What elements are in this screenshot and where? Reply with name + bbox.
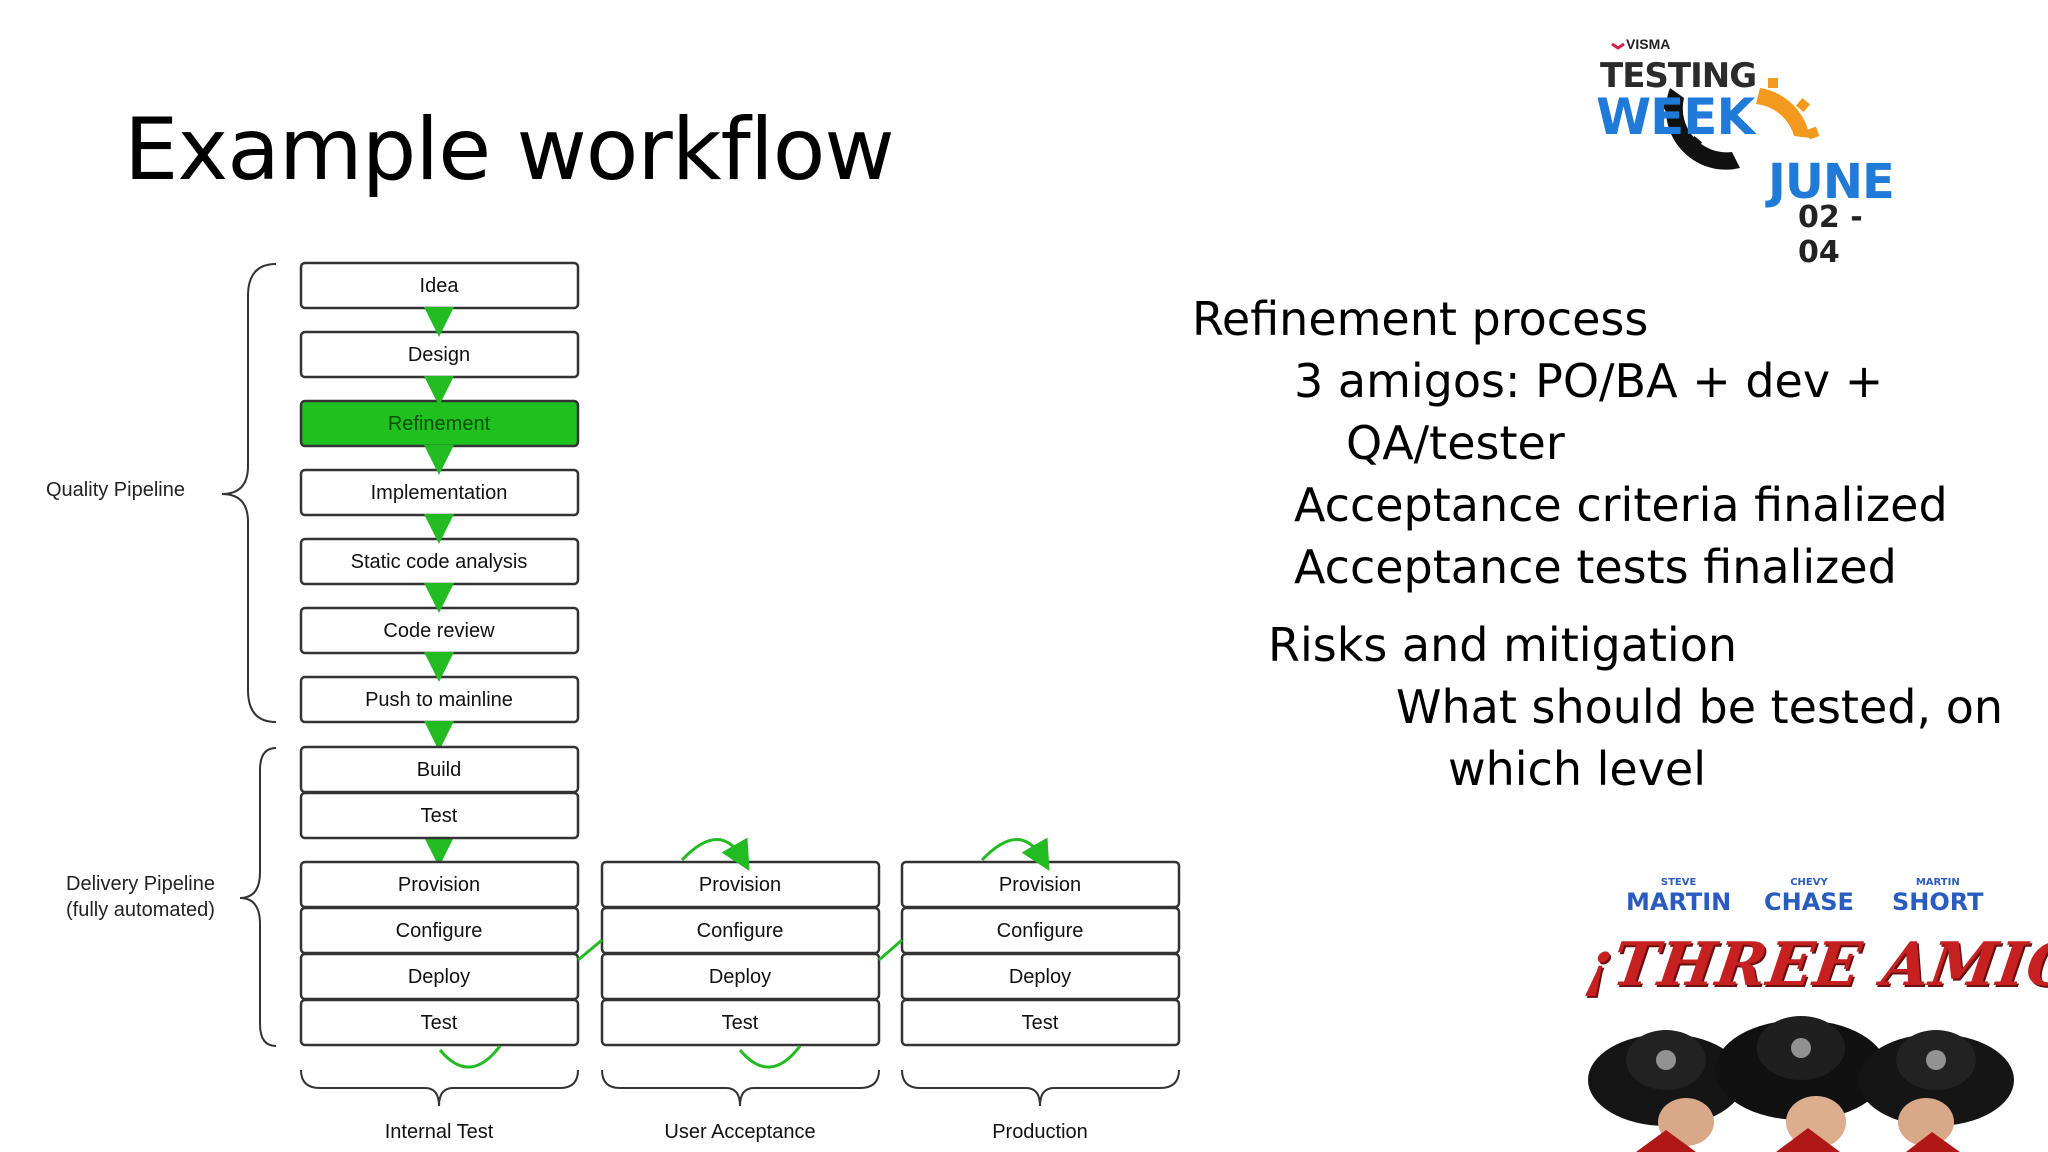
brace-production — [901, 1069, 1180, 1107]
delivery-brace — [239, 747, 277, 1047]
step-build: Build — [299, 745, 580, 794]
note-acceptance-criteria: Acceptance criteria finalized — [1294, 478, 1948, 532]
step-label: Test — [421, 1012, 458, 1034]
promotion-arrows — [438, 837, 1050, 1069]
actor-2: CHEVY CHASE — [1764, 877, 1854, 917]
step-push-to-mainline: Push to mainline — [299, 675, 580, 724]
actor-3: MARTIN SHORT — [1892, 877, 1984, 917]
step-label: Idea — [420, 275, 460, 297]
step-label: Static code analysis — [351, 551, 528, 573]
brace-internal-test — [300, 1069, 579, 1107]
brace-user-acceptance — [601, 1069, 880, 1107]
step-label: Provision — [398, 874, 480, 896]
step-label: Test — [722, 1012, 759, 1034]
note-three-amigos: 3 amigos: PO/BA + dev + — [1294, 354, 1884, 408]
quality-brace — [221, 263, 277, 723]
visma-brand: VISMA — [1626, 36, 1671, 52]
step-design: Design — [299, 330, 580, 379]
three-amigos-poster: STEVE MARTIN CHEVY CHASE MARTIN SHORT ¡T… — [1576, 860, 2048, 1152]
logo-june: JUNE — [1768, 154, 1895, 210]
step-label: Deploy — [408, 966, 470, 988]
note-what-tested: What should be tested, on — [1396, 680, 2004, 734]
logo-dates: 02 - 04 — [1798, 200, 1863, 270]
env-production: Provision Configure Deploy Test — [900, 860, 1181, 1047]
delivery-pipeline-label: Delivery Pipeline — [66, 873, 215, 895]
step-label: Configure — [697, 920, 784, 942]
step-idea: Idea — [299, 261, 580, 310]
note-risks-mitigation: Risks and mitigation — [1268, 618, 1738, 672]
step-label: Implementation — [371, 482, 508, 504]
step-label: Test — [421, 805, 458, 827]
step-label: Configure — [997, 920, 1084, 942]
step-label: Configure — [396, 920, 483, 942]
step-label: Refinement — [388, 413, 491, 435]
step-label: Code review — [383, 620, 495, 642]
sombrero-figures — [1588, 1016, 2014, 1152]
quality-pipeline-label: Quality Pipeline — [46, 479, 185, 501]
step-refinement: Refinement — [299, 399, 580, 448]
step-label: Provision — [999, 874, 1081, 896]
env-user-acceptance: Provision Configure Deploy Test — [600, 860, 881, 1047]
slide-title: Example workflow — [124, 100, 895, 200]
step-label: Push to mainline — [365, 689, 513, 711]
step-implementation: Implementation — [299, 468, 580, 517]
env-label-internal-test: Internal Test — [385, 1121, 494, 1143]
step-code-review: Code review — [299, 606, 580, 655]
step-label: Build — [417, 759, 461, 781]
step-label: Provision — [699, 874, 781, 896]
env-internal-test: Provision Configure Deploy Test — [299, 860, 580, 1047]
note-which-level: which level — [1448, 742, 1707, 796]
logo-week: WEEK — [1596, 88, 1755, 146]
note-refinement-process: Refinement process — [1192, 292, 1649, 346]
env-label-production: Production — [992, 1121, 1088, 1143]
note-qa-tester: QA/tester — [1346, 416, 1565, 470]
logo-testing: TESTING — [1600, 56, 1757, 96]
step-label: Deploy — [1009, 966, 1071, 988]
step-label: Design — [408, 344, 470, 366]
workflow-diagram: Quality Pipeline Delivery Pipeline (full… — [46, 261, 1181, 1143]
delivery-pipeline-sublabel: (fully automated) — [66, 899, 215, 921]
testing-week-logo: VISMA TESTING WEEK JUNE 02 - 04 — [1590, 30, 1910, 270]
note-acceptance-tests: Acceptance tests finalized — [1294, 540, 1897, 594]
step-label: Test — [1022, 1012, 1059, 1034]
gear-icon — [1611, 42, 1820, 170]
step-label: Deploy — [709, 966, 771, 988]
step-build-test: Test — [299, 791, 580, 840]
env-label-user-acceptance: User Acceptance — [664, 1121, 815, 1143]
actor-1: STEVE MARTIN — [1626, 877, 1732, 917]
step-static-code-analysis: Static code analysis — [299, 537, 580, 586]
